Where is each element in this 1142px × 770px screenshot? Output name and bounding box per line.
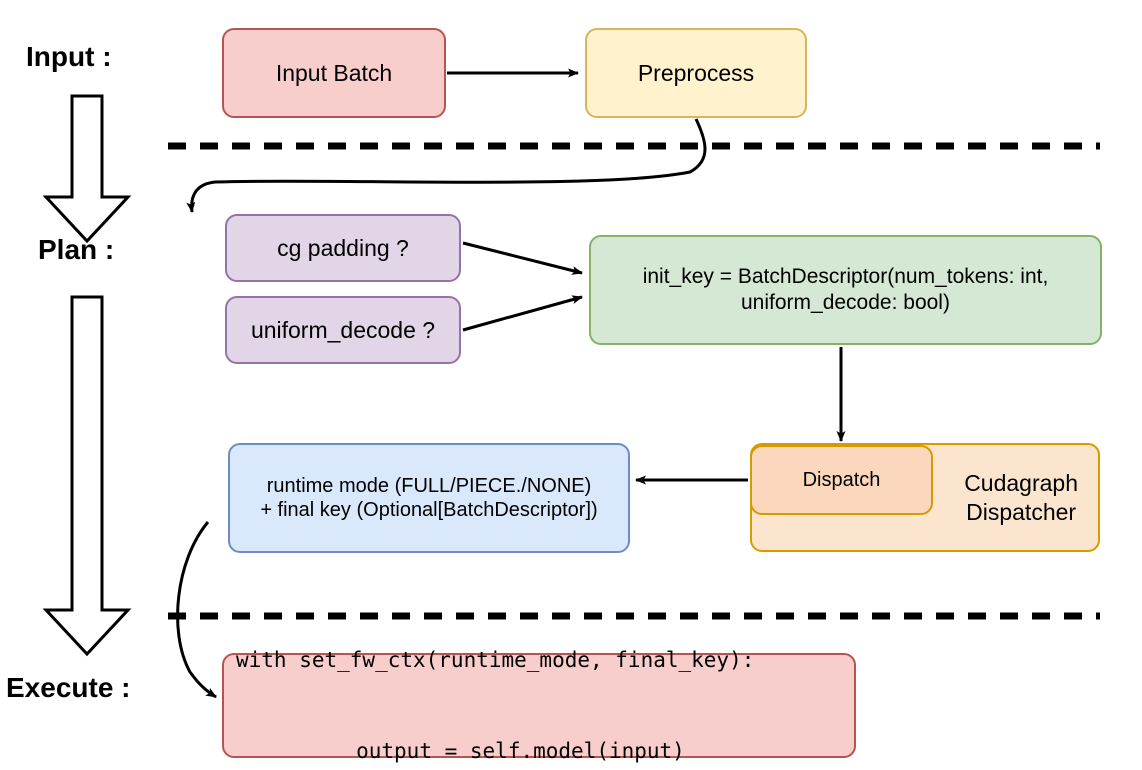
code-line-1: with set_fw_ctx(runtime_mode, final_key)… <box>236 647 755 672</box>
node-input-batch[interactable]: Input Batch <box>222 28 446 118</box>
input-to-plan-block-arrow <box>42 94 132 244</box>
node-cg-padding[interactable]: cg padding ? <box>225 214 461 282</box>
code-line-2: output = self.model(input) <box>305 738 685 763</box>
stage-label-plan: Plan : <box>38 234 115 265</box>
cg-padding-to-init-key-arrow <box>462 241 583 275</box>
node-runtime-mode-line2: + final key (Optional[BatchDescriptor]) <box>260 499 598 521</box>
node-init-key-line2: uniform_decode: bool) <box>741 291 950 314</box>
preprocess-to-cg-padding-arrow <box>186 118 707 213</box>
plan-to-execute-block-arrow <box>42 295 132 657</box>
uniform-decode-to-init-key-arrow <box>462 295 583 332</box>
node-runtime-mode[interactable]: runtime mode (FULL/PIECE./NONE) + final … <box>228 443 630 553</box>
node-dispatch[interactable]: Dispatch <box>750 445 933 515</box>
node-init-key[interactable]: init_key = BatchDescriptor(num_tokens: i… <box>589 235 1102 345</box>
node-uniform-decode[interactable]: uniform_decode ? <box>225 296 461 364</box>
node-preprocess[interactable]: Preprocess <box>585 28 807 118</box>
stage-label-execute: Execute : <box>6 672 131 703</box>
runtime-mode-to-code-arrow <box>176 521 217 699</box>
stage-label-input: Input : <box>26 41 112 72</box>
node-cudagraph-dispatcher-line1: Cudagraph <box>964 470 1078 497</box>
node-init-key-line1: init_key = BatchDescriptor(num_tokens: i… <box>642 265 1049 289</box>
node-cudagraph-dispatcher-line2: Dispatcher <box>966 498 1077 525</box>
node-code-block[interactable]: with set_fw_ctx(runtime_mode, final_key)… <box>222 648 856 763</box>
node-runtime-mode-line1: runtime mode (FULL/PIECE./NONE) <box>266 474 592 497</box>
